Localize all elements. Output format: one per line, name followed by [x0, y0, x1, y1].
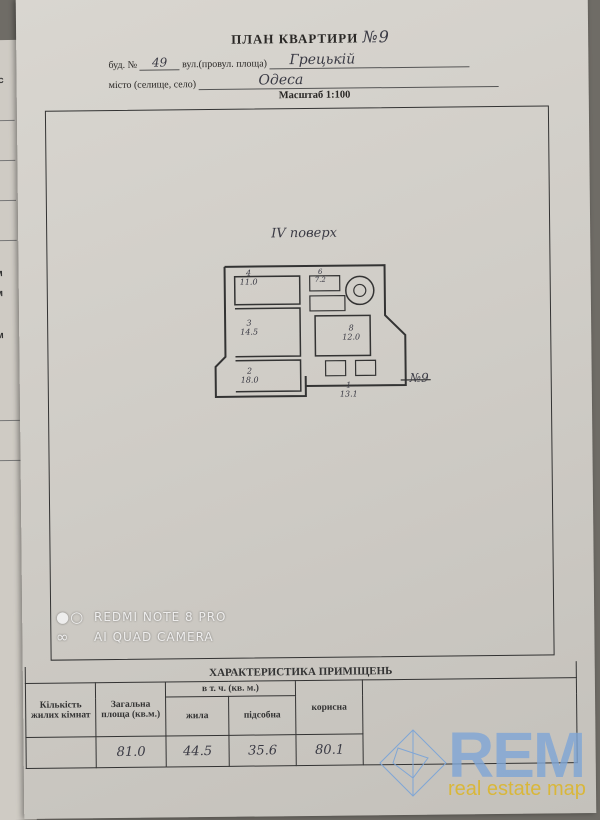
text-fragment: ис	[0, 75, 4, 86]
brand-sub-watermark: real estate map	[448, 778, 586, 801]
street-label: вул.(провул. площа)	[182, 58, 267, 70]
floor-label: IV поверх	[271, 226, 337, 242]
apartment-marker: №9	[410, 371, 429, 385]
document-title: ПЛАН КВАРТИРИ №9	[231, 27, 390, 48]
city-line: місто (селище, село) Одеса	[109, 70, 499, 91]
camera-icon: ●○	[56, 608, 84, 626]
building-number: 49	[140, 55, 180, 70]
header-living: жила	[166, 696, 229, 736]
infinity-icon: ∞	[56, 628, 70, 646]
building-label: буд. №	[108, 60, 137, 71]
text-fragment: м	[0, 268, 3, 279]
camera-model-watermark: REDMI NOTE 8 PRO	[94, 610, 226, 624]
apartment-number: №9	[362, 27, 390, 46]
header-aux: підсобна	[229, 696, 296, 736]
value-rooms	[26, 737, 96, 769]
rem-logo-icon	[378, 728, 448, 798]
address-line: буд. № 49 вул.(провул. площа) Грецькій	[108, 50, 469, 71]
floor-plan-document: ПЛАН КВАРТИРИ №9 буд. № 49 вул.(провул. …	[16, 0, 597, 819]
city-label: місто (селище, село)	[109, 79, 197, 91]
value-total: 81.0	[96, 736, 166, 768]
header-incl: в т. ч. (кв. м.)	[165, 681, 295, 697]
header-total: Загальна площа (кв.м.)	[95, 682, 166, 737]
title-text: ПЛАН КВАРТИРИ	[231, 30, 358, 46]
header-rooms: Кількість жилих кімнат	[25, 683, 96, 738]
text-fragment: м	[0, 288, 3, 299]
value-aux: 35.6	[229, 735, 296, 767]
street-value: Грецькій	[269, 50, 469, 69]
value-living: 44.5	[166, 735, 229, 767]
text-fragment: м	[0, 330, 4, 341]
scale: Масштаб 1:100	[279, 90, 351, 102]
camera-sub-watermark: AI QUAD CAMERA	[94, 630, 214, 644]
value-useful: 80.1	[296, 734, 363, 766]
header-useful: корисна	[295, 680, 363, 735]
city-value: Одеса	[198, 70, 498, 90]
